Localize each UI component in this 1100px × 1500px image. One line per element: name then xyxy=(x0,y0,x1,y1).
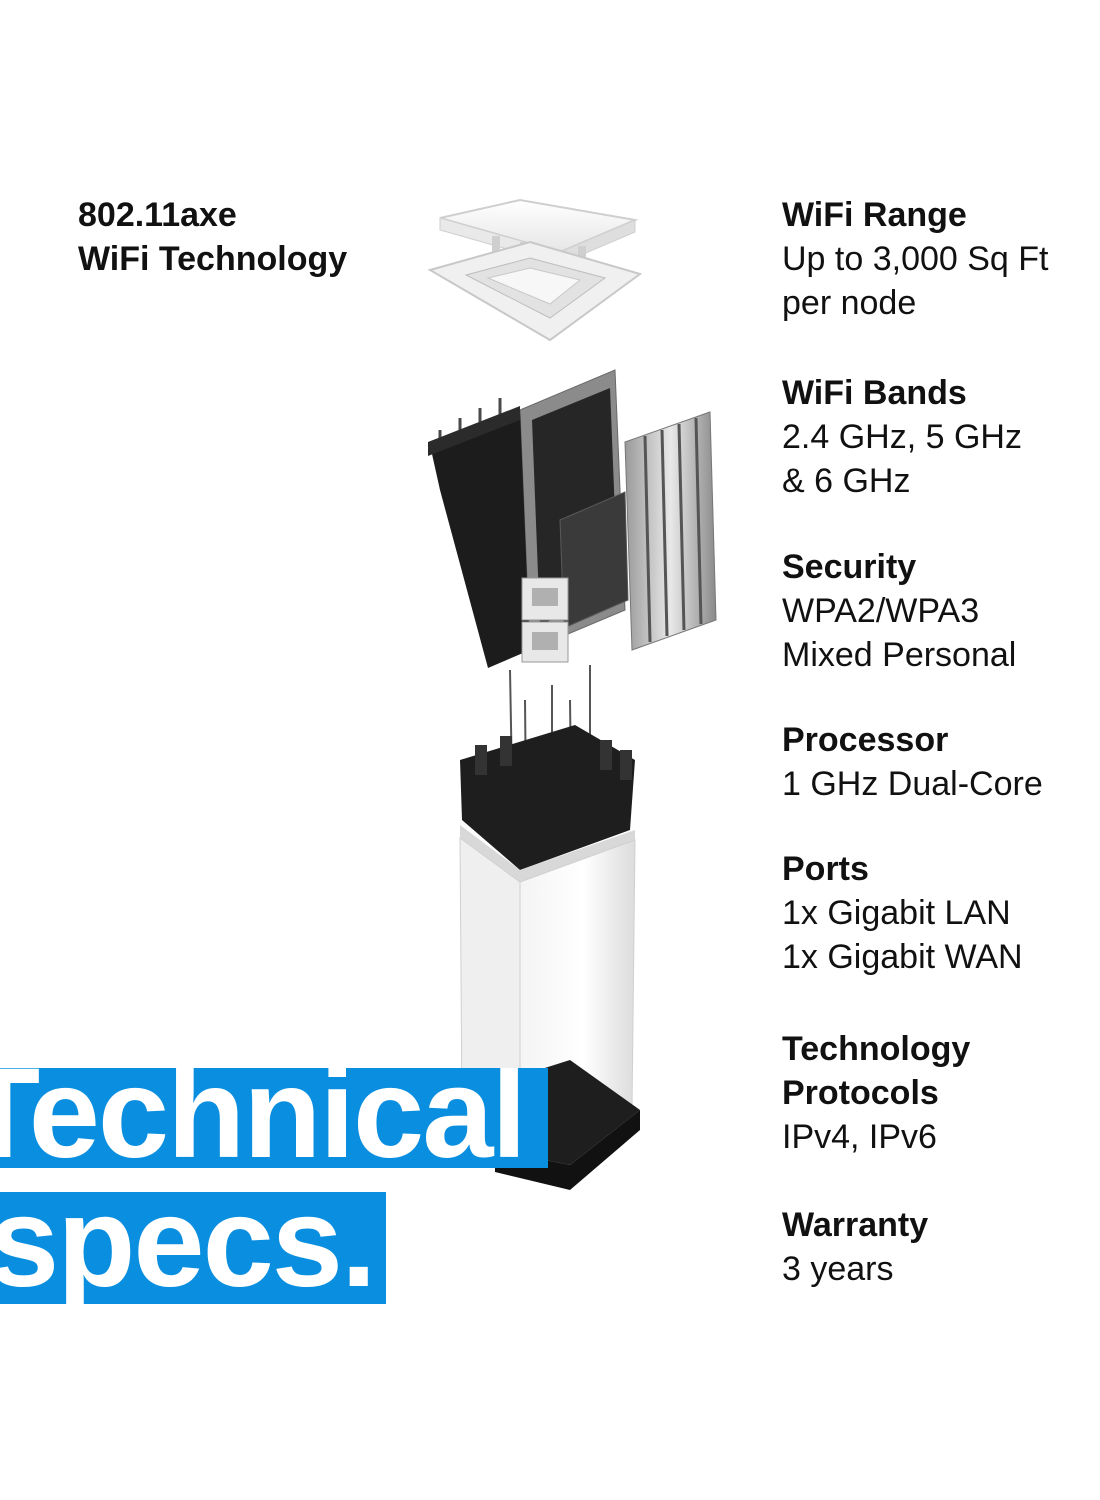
spec-title: Processor xyxy=(782,721,949,759)
banner-specs: specs. xyxy=(0,1192,386,1304)
heatsink-left-icon xyxy=(428,398,530,668)
banner-line-2: specs. xyxy=(0,1192,377,1304)
spec-value: Mixed Personal xyxy=(782,636,1017,674)
spec-processor: Processor 1 GHz Dual-Core xyxy=(782,718,1100,806)
spec-protocols: Technology Protocols IPv4, IPv6 xyxy=(782,1027,1100,1159)
spec-value: & 6 GHz xyxy=(782,462,911,500)
left-spec: 802.11axe WiFi Technology xyxy=(78,193,347,281)
heatsink-right-icon xyxy=(624,411,717,651)
spec-title: Ports xyxy=(782,850,869,888)
spec-title: Technology xyxy=(782,1030,971,1068)
spec-wifi-range: WiFi Range Up to 3,000 Sq Ft per node xyxy=(782,193,1100,325)
spec-standard: 802.11axe xyxy=(78,196,237,234)
spec-wifi-bands: WiFi Bands 2.4 GHz, 5 GHz & 6 GHz xyxy=(782,371,1100,503)
router-top-cap-icon xyxy=(427,198,643,342)
spec-warranty: Warranty 3 years xyxy=(782,1203,1100,1291)
spec-value: Up to 3,000 Sq Ft xyxy=(782,240,1049,278)
spec-title: Warranty xyxy=(782,1206,929,1244)
spec-title: Security xyxy=(782,548,917,586)
spec-value: 3 years xyxy=(782,1250,894,1288)
ethernet-ports-icon xyxy=(521,577,569,663)
spec-title: WiFi Bands xyxy=(782,374,967,412)
spec-value: per node xyxy=(782,284,917,322)
spec-security: Security WPA2/WPA3 Mixed Personal xyxy=(782,545,1100,677)
spec-ports: Ports 1x Gigabit LAN 1x Gigabit WAN xyxy=(782,847,1100,979)
banner-line-1: Technical xyxy=(0,1068,527,1168)
spec-technology: WiFi Technology xyxy=(78,240,348,278)
spec-value: 1 GHz Dual-Core xyxy=(782,765,1043,803)
spec-value: 1x Gigabit LAN xyxy=(782,894,1011,932)
spec-value: WPA2/WPA3 xyxy=(782,592,980,630)
spec-value: 1x Gigabit WAN xyxy=(782,938,1023,976)
banner-technical: Technical xyxy=(0,1068,548,1168)
spec-title: WiFi Range xyxy=(782,196,967,234)
spec-value: 2.4 GHz, 5 GHz xyxy=(782,418,1022,456)
spec-title: Protocols xyxy=(782,1074,939,1112)
antenna-frame-icon xyxy=(460,725,635,870)
spec-value: IPv4, IPv6 xyxy=(782,1118,937,1156)
